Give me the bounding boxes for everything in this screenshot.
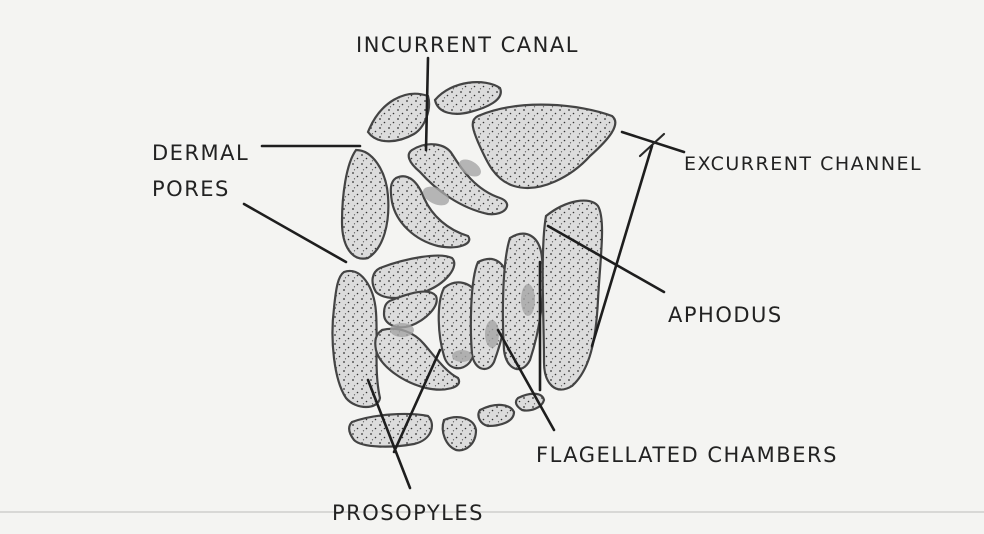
tissue-block <box>333 271 381 407</box>
tissue-block <box>349 414 432 447</box>
chamber-shading <box>390 323 414 337</box>
tissue-block <box>443 417 476 450</box>
tissue-block <box>473 105 616 188</box>
pointer-excurrent-1 <box>622 132 684 152</box>
label-pores: PORES <box>152 177 230 201</box>
label-flagellated-chambers: FLAGELLATED CHAMBERS <box>536 443 838 467</box>
chamber-shading <box>452 350 472 362</box>
label-aphodus: APHODUS <box>668 303 783 327</box>
tissue-block <box>435 82 501 114</box>
label-incurrent-canal: INCURRENT CANAL <box>356 33 579 57</box>
label-prosopyles: PROSOPYLES <box>332 501 484 525</box>
pointer-incurrent-canal <box>426 58 428 150</box>
tissue-block <box>342 150 388 259</box>
label-dermal: DERMAL <box>152 141 249 165</box>
chamber-shading <box>485 320 499 348</box>
tissue-block <box>368 94 429 141</box>
chamber-shading <box>521 284 535 316</box>
pointer-dermal-pores-2 <box>244 204 346 262</box>
label-excurrent-channel: EXCURRENT CHANNEL <box>684 153 922 175</box>
tissue-block <box>478 405 514 426</box>
